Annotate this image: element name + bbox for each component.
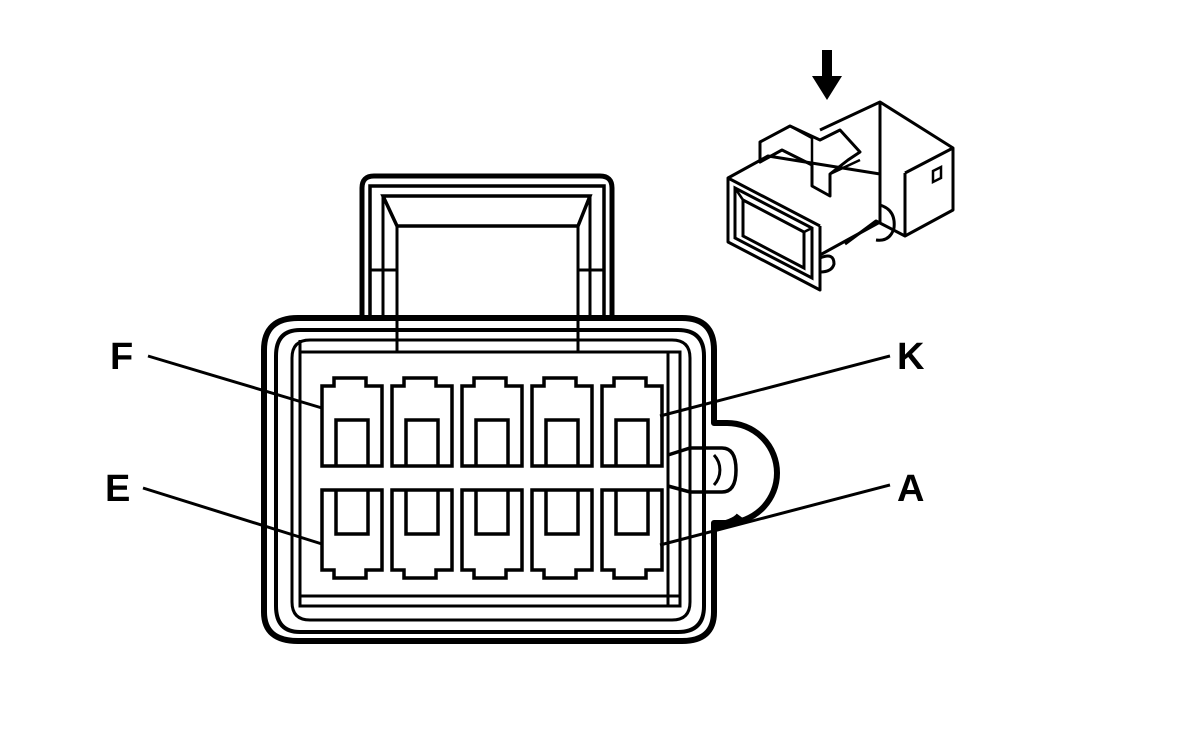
pin-label-f: F <box>110 336 133 378</box>
terminal-cavity <box>390 488 454 580</box>
terminal-cavity <box>530 376 594 468</box>
terminal-cavity <box>530 488 594 580</box>
terminal-cavity <box>600 376 664 468</box>
connector-latch <box>359 173 615 352</box>
pin-label-a: A <box>897 468 924 510</box>
leader-line-e <box>142 486 323 546</box>
terminal-cavity <box>320 488 384 580</box>
pin-label-e: E <box>105 468 130 510</box>
terminal-cavity <box>600 488 664 580</box>
connector-isometric-icon <box>726 100 955 292</box>
terminal-cavity <box>320 376 384 468</box>
pin-label-k: K <box>897 336 925 378</box>
leader-line-f <box>147 354 323 410</box>
connector-housing <box>261 315 780 644</box>
terminal-cavity <box>460 488 524 580</box>
leader-line-k <box>659 354 891 418</box>
terminal-row-top <box>320 376 664 468</box>
terminal-cavity <box>390 376 454 468</box>
terminal-cavity <box>460 376 524 468</box>
leader-line-a <box>659 483 891 547</box>
down-arrow-icon <box>812 50 842 100</box>
terminal-row-bottom <box>320 488 664 580</box>
leader-lines <box>142 354 891 547</box>
